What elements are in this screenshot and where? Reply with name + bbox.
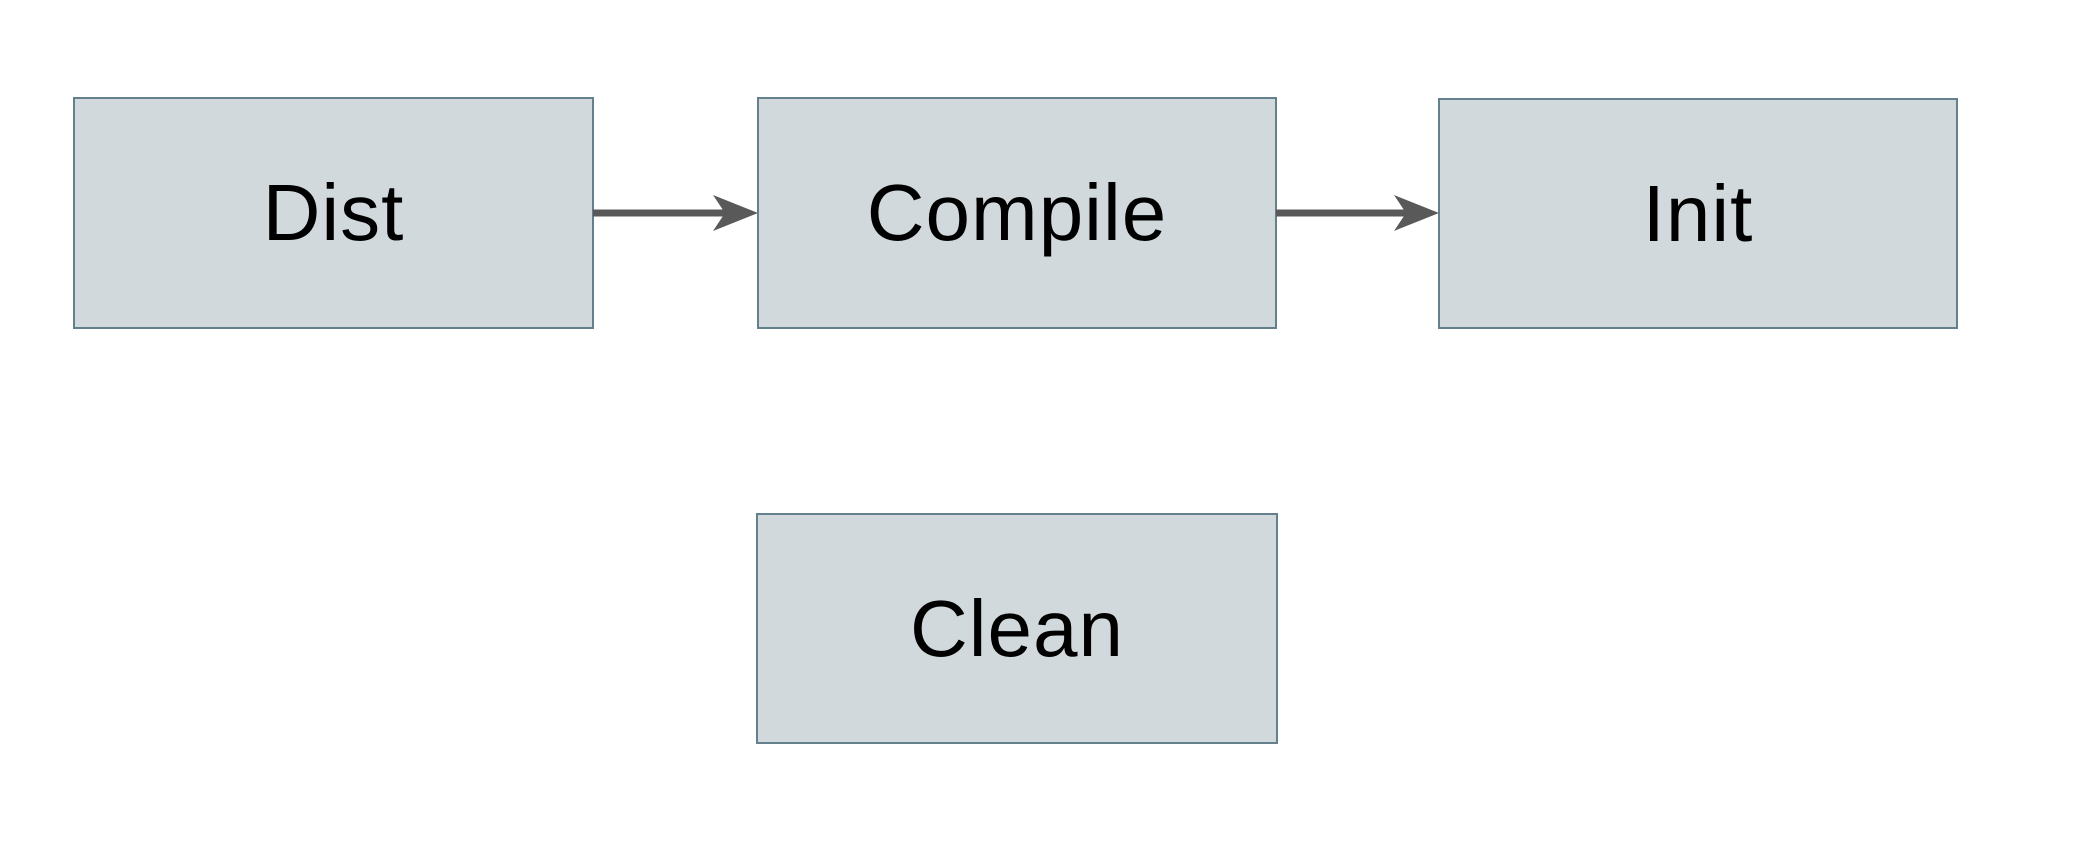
node-dist[interactable]: Dist: [73, 97, 594, 329]
node-compile-label: Compile: [866, 168, 1168, 257]
arrow-dist-to-compile-icon: [593, 195, 758, 231]
node-clean[interactable]: Clean: [756, 513, 1278, 744]
node-clean-label: Clean: [909, 583, 1125, 673]
node-dist-label: Dist: [262, 168, 405, 257]
arrow-compile-to-init-icon: [1276, 195, 1439, 231]
node-compile[interactable]: Compile: [757, 97, 1277, 329]
node-init-label: Init: [1642, 168, 1754, 258]
node-init[interactable]: Init: [1438, 98, 1958, 329]
